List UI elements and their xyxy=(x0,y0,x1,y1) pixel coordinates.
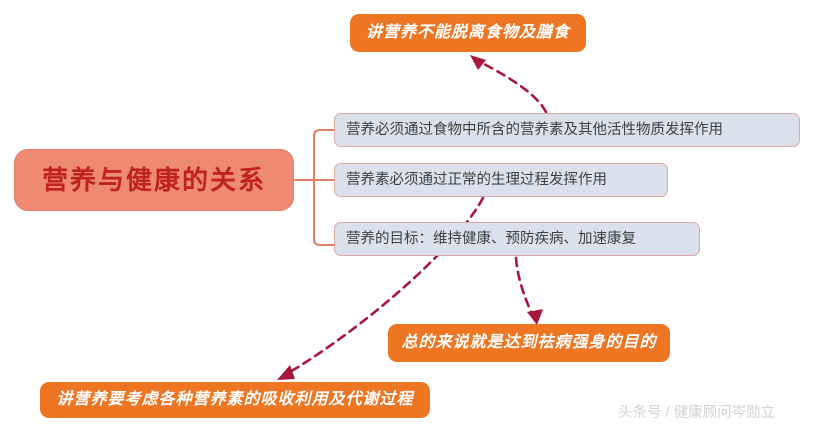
arrow-branch1-to-top-callout xyxy=(470,55,548,114)
branch-box-1[interactable]: 营养必须通过食物中所含的营养素及其他活性物质发挥作用 xyxy=(334,113,800,147)
callout-middle-label: 总的来说就是达到祛病强身的目的 xyxy=(401,334,657,351)
root-node-label: 营养与健康的关系 xyxy=(41,165,266,195)
branch-bracket xyxy=(294,129,334,246)
watermark: 头条号 / 健康顾问岑勋立 xyxy=(618,405,776,421)
branch-box-3[interactable]: 营养的目标：维持健康、预防疾病、加速康复 xyxy=(334,222,700,256)
callout-middle[interactable]: 总的来说就是达到祛病强身的目的 xyxy=(388,324,670,362)
callout-top[interactable]: 讲营养不能脱离食物及膳食 xyxy=(350,14,586,52)
branch-box-2[interactable]: 营养素必须通过正常的生理过程发挥作用 xyxy=(334,163,668,197)
root-node[interactable]: 营养与健康的关系 xyxy=(14,149,294,211)
arrow-branch3-to-middle-callout xyxy=(514,256,543,325)
callout-bottom[interactable]: 讲营养要考虑各种营养素的吸收利用及代谢过程 xyxy=(40,382,430,418)
branch-box-2-label: 营养素必须通过正常的生理过程发挥作用 xyxy=(346,171,607,188)
callout-bottom-label: 讲营养要考虑各种营养素的吸收利用及代谢过程 xyxy=(56,391,414,408)
branch-box-1-label: 营养必须通过食物中所含的营养素及其他活性物质发挥作用 xyxy=(346,121,723,138)
callout-top-label: 讲营养不能脱离食物及膳食 xyxy=(366,24,571,41)
branch-box-3-label: 营养的目标：维持健康、预防疾病、加速康复 xyxy=(346,230,636,247)
